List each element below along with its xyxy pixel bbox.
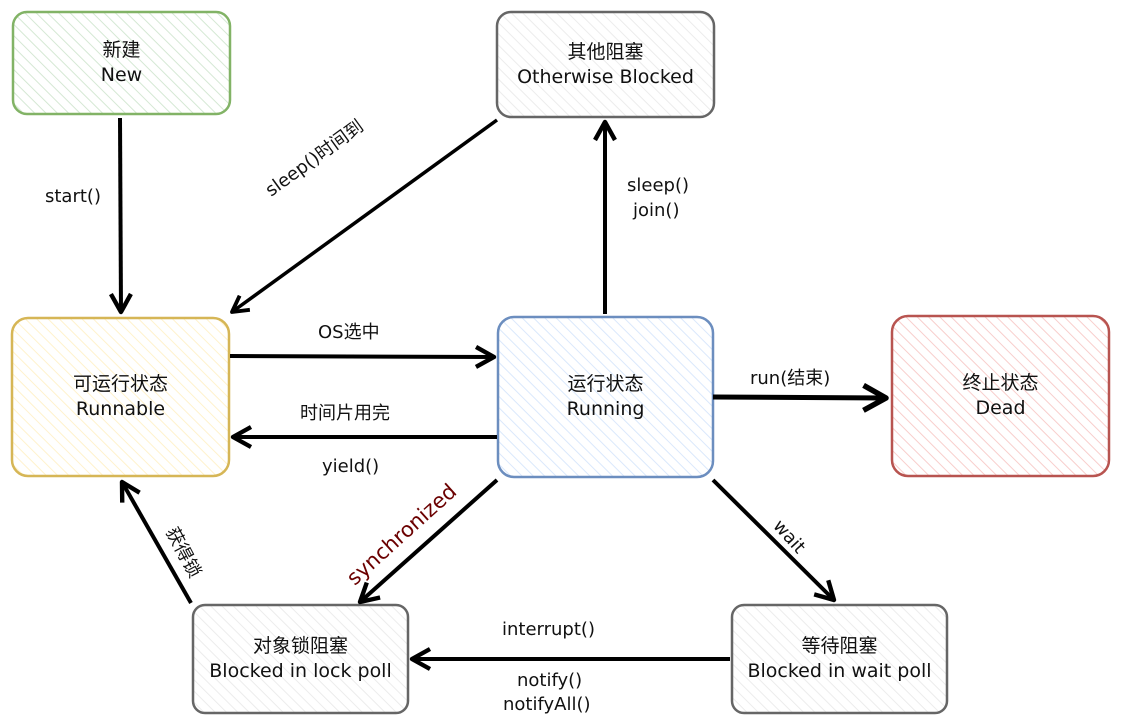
node-wait-shape [730, 603, 949, 715]
node-wait-en: Blocked in wait poll [747, 660, 932, 682]
label-run-end: run(结束) [750, 368, 831, 389]
node-lock-en: Blocked in lock poll [209, 660, 392, 682]
node-dead[interactable]: 终止状态 Dead [892, 316, 1109, 476]
node-new[interactable]: 新建 New [13, 12, 230, 114]
arrow-wait [711, 478, 837, 603]
arrow-sleep-end [230, 118, 499, 314]
node-lock-zh: 对象锁阻塞 [252, 635, 348, 657]
node-other-zh: 其他阻塞 [567, 40, 644, 63]
node-lock-shape [191, 603, 410, 715]
label-join: join() [633, 200, 680, 221]
label-sleep: sleep() [627, 175, 689, 196]
label-os-pick: OS选中 [318, 322, 380, 343]
node-runnable-en: Runnable [75, 398, 166, 420]
label-notify: notify() [517, 670, 583, 691]
node-wait-blocked[interactable]: 等待阻塞 Blocked in wait poll [732, 605, 947, 713]
node-new-zh: 新建 [102, 39, 141, 61]
arrow-run-end [712, 382, 889, 413]
node-dead-shape [890, 314, 1111, 478]
label-notify-all: notifyAll() [503, 694, 591, 715]
node-running[interactable]: 运行状态 Running [498, 317, 713, 477]
node-wait-zh: 等待阻塞 [801, 635, 878, 657]
node-lock-blocked[interactable]: 对象锁阻塞 Blocked in lock poll [193, 605, 408, 713]
node-new-en: New [100, 64, 143, 86]
node-runnable-zh: 可运行状态 [72, 373, 168, 395]
node-runnable[interactable]: 可运行状态 Runnable [12, 318, 229, 476]
node-other-shape [495, 10, 716, 119]
node-running-zh: 运行状态 [567, 373, 644, 395]
arrow-os-pick [229, 345, 497, 369]
label-interrupt: interrupt() [502, 619, 595, 640]
arrow-get-lock [119, 479, 193, 604]
arrow-start [108, 117, 133, 315]
node-runnable-shape [10, 316, 231, 478]
node-new-shape [11, 10, 232, 116]
arrow-sync [357, 478, 499, 605]
node-other-en: Otherwise Blocked [517, 65, 694, 88]
label-start: start() [45, 186, 101, 207]
node-other-blocked[interactable]: 其他阻塞 Otherwise Blocked [497, 12, 714, 117]
label-time-slice: 时间片用完 [300, 403, 390, 424]
node-running-en: Running [566, 398, 645, 420]
node-dead-en: Dead [975, 397, 1026, 419]
label-yield: yield() [322, 456, 380, 477]
node-dead-zh: 终止状态 [962, 372, 1039, 394]
